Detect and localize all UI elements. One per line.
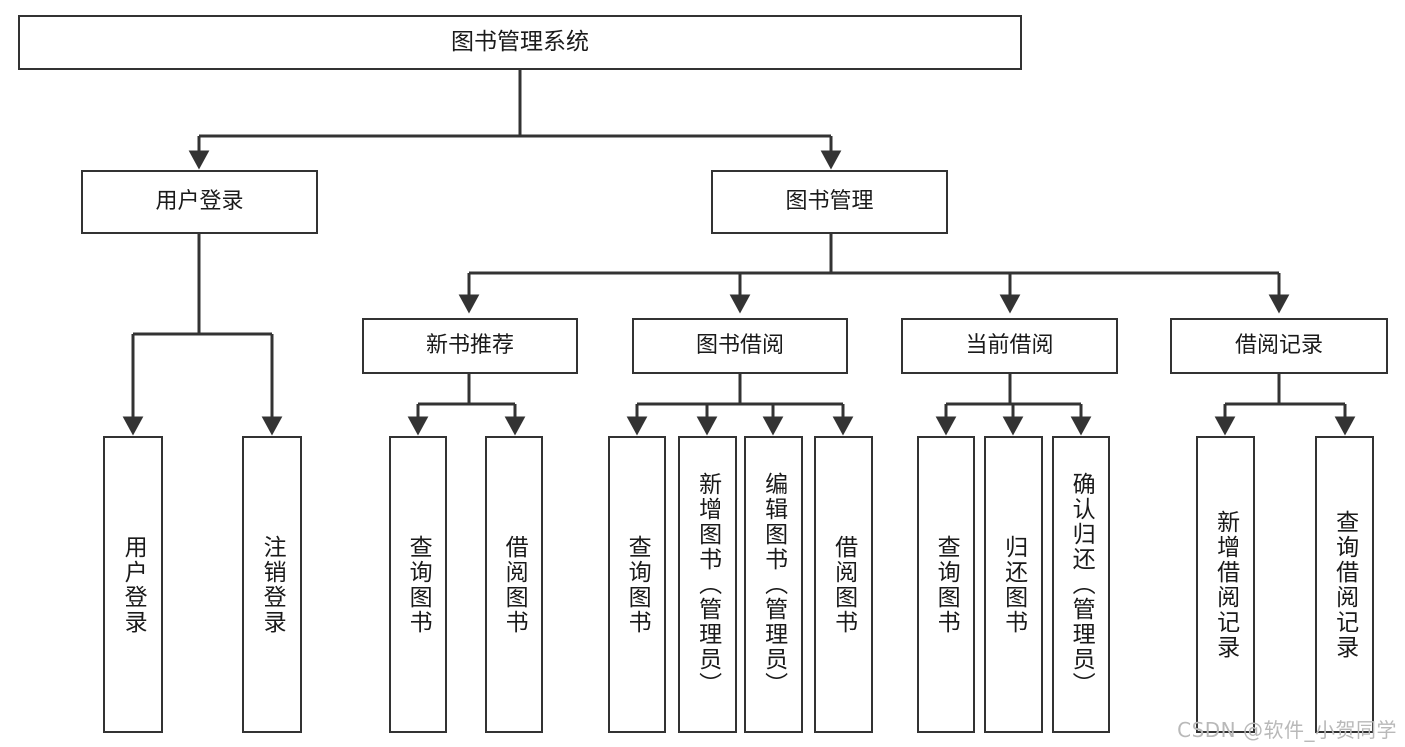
node-new-book-recommend[interactable]: 新书推荐 <box>362 318 578 374</box>
node-leaf-add-book-admin[interactable]: 新增图书（管理员） <box>678 436 737 733</box>
node-leaf-query-borrow-record[interactable]: 查询借阅记录 <box>1315 436 1374 733</box>
node-leaf-query-book-3[interactable]: 查询图书 <box>917 436 975 733</box>
node-book-management[interactable]: 图书管理 <box>711 170 948 234</box>
node-leaf-edit-book-admin-label: 编辑图书（管理员） <box>760 472 787 697</box>
node-current-borrow[interactable]: 当前借阅 <box>901 318 1118 374</box>
node-user-login[interactable]: 用户登录 <box>81 170 318 234</box>
node-leaf-return-book[interactable]: 归还图书 <box>984 436 1043 733</box>
node-user-login-label: 用户登录 <box>155 189 244 215</box>
node-leaf-return-book-label: 归还图书 <box>1000 534 1027 635</box>
node-leaf-borrow-book-2-label: 借阅图书 <box>830 534 857 635</box>
node-current-borrow-label: 当前借阅 <box>965 333 1054 359</box>
node-borrow-record-label: 借阅记录 <box>1234 333 1323 359</box>
node-leaf-borrow-book-1-label: 借阅图书 <box>501 534 528 635</box>
node-root-label: 图书管理系统 <box>451 28 589 55</box>
watermark: CSDN @软件_小贺同学 <box>1177 718 1397 742</box>
node-leaf-query-borrow-record-label: 查询借阅记录 <box>1331 509 1358 660</box>
node-leaf-edit-book-admin[interactable]: 编辑图书（管理员） <box>744 436 803 733</box>
node-book-management-label: 图书管理 <box>785 189 874 215</box>
node-leaf-query-book-3-label: 查询图书 <box>933 534 960 635</box>
node-leaf-user-login-label: 用户登录 <box>120 534 147 635</box>
node-root[interactable]: 图书管理系统 <box>18 15 1022 70</box>
node-book-borrow[interactable]: 图书借阅 <box>632 318 848 374</box>
node-leaf-logout[interactable]: 注销登录 <box>242 436 302 733</box>
node-leaf-user-login[interactable]: 用户登录 <box>103 436 163 733</box>
node-leaf-add-book-admin-label: 新增图书（管理员） <box>694 472 721 697</box>
node-leaf-borrow-book-1[interactable]: 借阅图书 <box>485 436 543 733</box>
node-leaf-query-book-2[interactable]: 查询图书 <box>608 436 666 733</box>
node-leaf-query-book-1-label: 查询图书 <box>405 534 432 635</box>
node-new-book-recommend-label: 新书推荐 <box>425 333 514 359</box>
node-leaf-add-borrow-record[interactable]: 新增借阅记录 <box>1196 436 1255 733</box>
node-leaf-borrow-book-2[interactable]: 借阅图书 <box>814 436 873 733</box>
node-leaf-query-book-2-label: 查询图书 <box>624 534 651 635</box>
node-leaf-confirm-return-admin-label: 确认归还（管理员） <box>1068 472 1095 697</box>
node-leaf-add-borrow-record-label: 新增借阅记录 <box>1212 509 1239 660</box>
node-leaf-logout-label: 注销登录 <box>259 534 286 635</box>
node-book-borrow-label: 图书借阅 <box>695 333 784 359</box>
node-leaf-confirm-return-admin[interactable]: 确认归还（管理员） <box>1052 436 1110 733</box>
node-leaf-query-book-1[interactable]: 查询图书 <box>389 436 447 733</box>
node-borrow-record[interactable]: 借阅记录 <box>1170 318 1388 374</box>
